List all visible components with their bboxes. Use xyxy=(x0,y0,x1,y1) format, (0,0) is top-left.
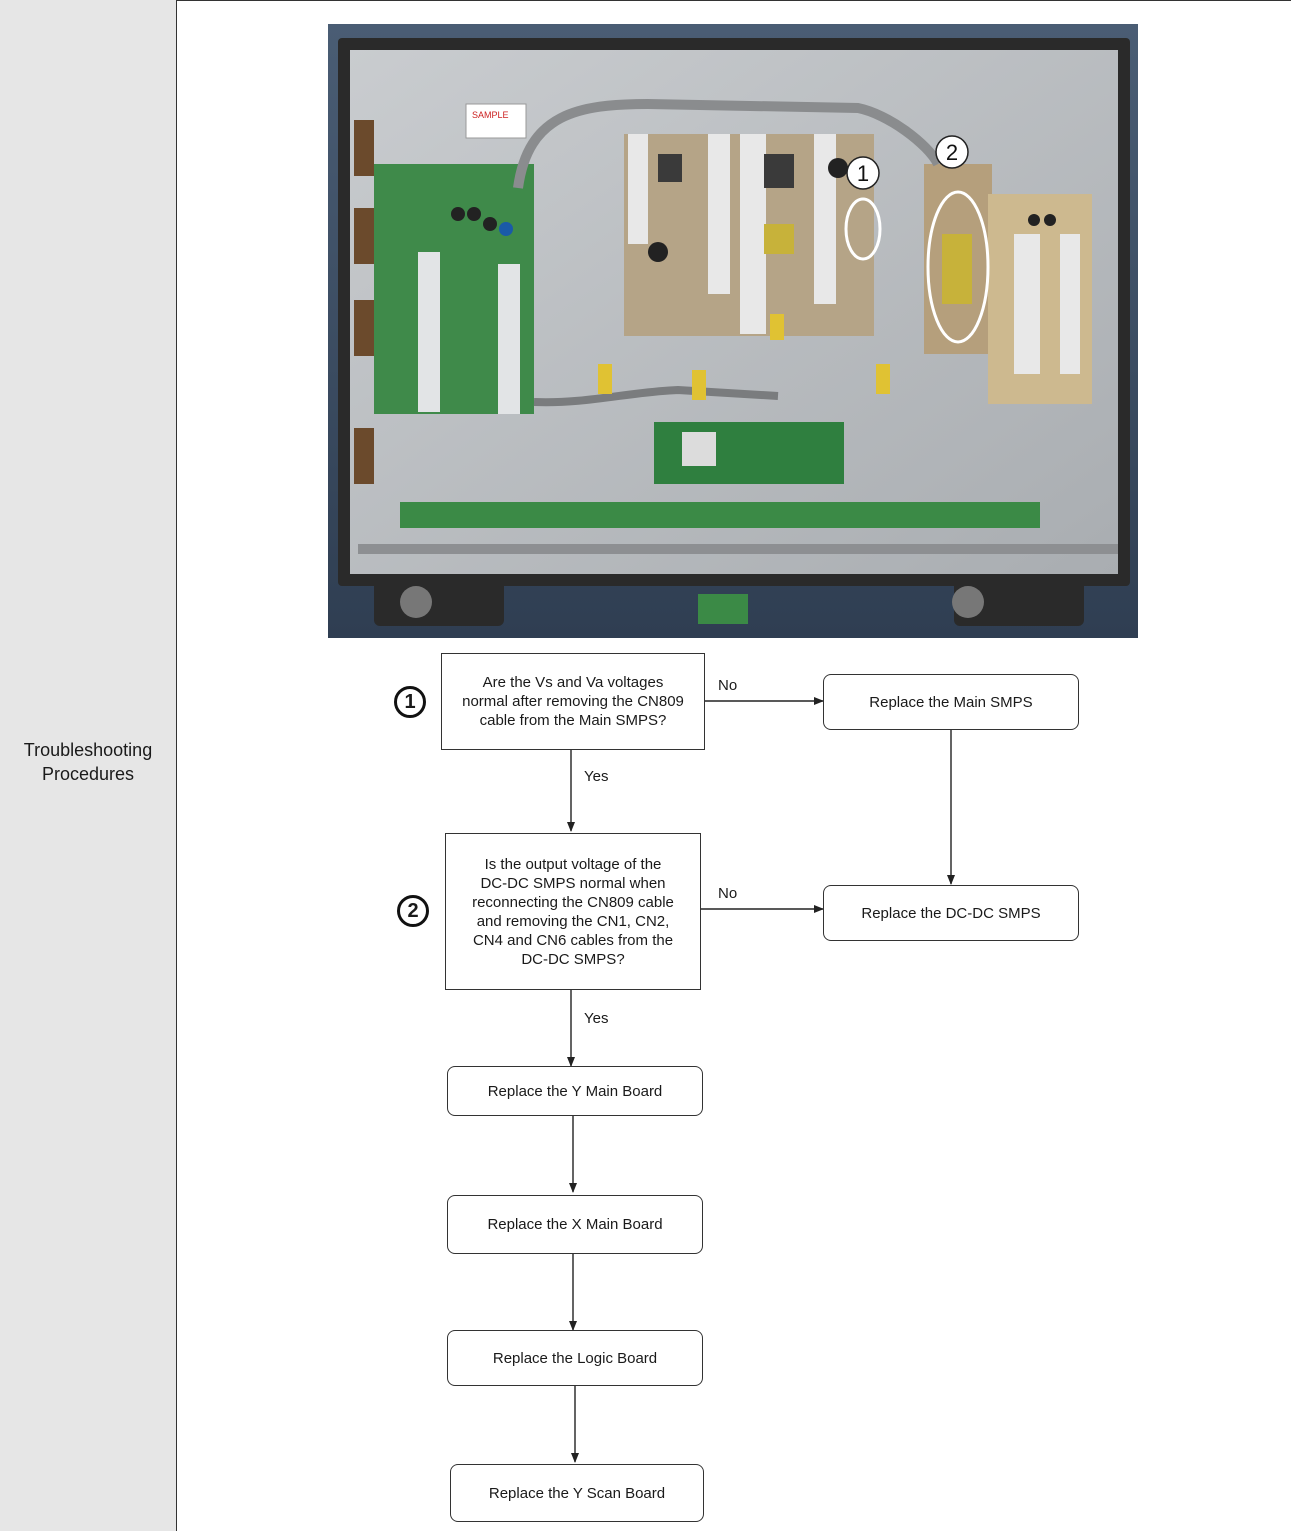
section-label-line1: Troubleshooting xyxy=(23,740,153,760)
step2-line: reconnecting the CN809 cable xyxy=(472,893,674,911)
replace-logic-label: Replace the Logic Board xyxy=(492,1349,658,1367)
replace-x-main-label: Replace the X Main Board xyxy=(487,1216,663,1233)
step1-yes-label: Yes xyxy=(584,768,609,785)
replace-logic-box: Replace the Logic Board xyxy=(447,1330,703,1386)
step1-marker: 1 xyxy=(394,686,426,718)
sidebar-column: Troubleshooting Procedures xyxy=(0,0,177,1531)
step2-line: DC-DC SMPS normal when xyxy=(480,874,666,892)
replace-dcdc-smps-box: Replace the DC-DC SMPS xyxy=(823,885,1079,941)
step2-no-label: No xyxy=(718,885,738,902)
section-label-line2: Procedures xyxy=(41,764,135,784)
replace-y-scan-box: Replace the Y Scan Board xyxy=(450,1464,704,1522)
step2-line: DC-DC SMPS? xyxy=(521,950,625,968)
photo-callout-2: 2 xyxy=(946,140,958,165)
step2-line: CN4 and CN6 cables from the xyxy=(472,931,674,949)
step1-line: cable from the Main SMPS? xyxy=(479,712,667,729)
replace-main-smps-box: Replace the Main SMPS xyxy=(823,674,1079,730)
step2-marker: 2 xyxy=(397,895,429,927)
step1-decision-box: Are the Vs and Va voltages normal after … xyxy=(441,653,705,750)
step2-line: and removing the CN1, CN2, xyxy=(476,912,670,930)
top-rule xyxy=(0,0,1291,1)
step2-yes-label: Yes xyxy=(584,1010,609,1027)
step1-line: normal after removing the CN809 xyxy=(462,693,684,710)
step2-decision-box: Is the output voltage of the DC-DC SMPS … xyxy=(445,833,701,990)
section-label: Troubleshooting Procedures xyxy=(0,738,176,786)
chassis-photo: SAMPLE 1 2 xyxy=(328,24,1138,638)
replace-dcdc-smps-label: Replace the DC-DC SMPS xyxy=(861,904,1041,922)
replace-y-main-box: Replace the Y Main Board xyxy=(447,1066,703,1116)
replace-y-main-label: Replace the Y Main Board xyxy=(487,1082,663,1100)
step1-no-label: No xyxy=(718,677,738,694)
step2-line: Is the output voltage of the xyxy=(484,855,662,873)
replace-x-main-box: Replace the X Main Board xyxy=(447,1195,703,1254)
sample-sticker: SAMPLE xyxy=(472,110,509,120)
step1-line: Are the Vs and Va voltages xyxy=(482,674,664,691)
replace-main-smps-label: Replace the Main SMPS xyxy=(869,693,1033,711)
photo-callout-1: 1 xyxy=(857,161,869,186)
replace-y-scan-label: Replace the Y Scan Board xyxy=(488,1484,666,1502)
